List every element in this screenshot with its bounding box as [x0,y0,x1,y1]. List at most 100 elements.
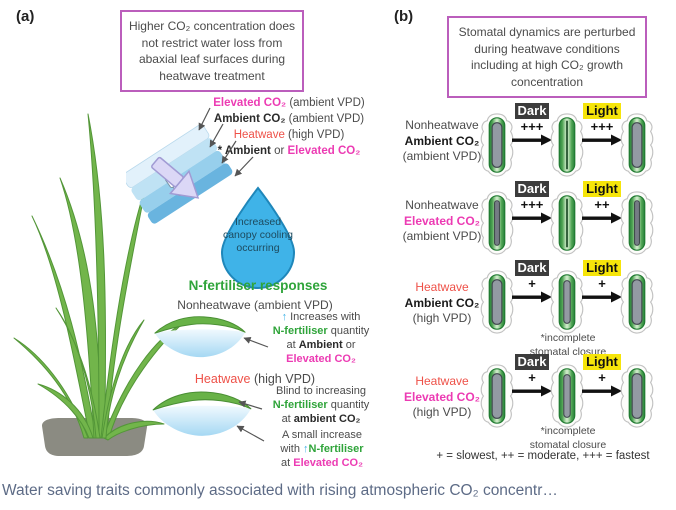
right-arrow-icon [582,134,622,146]
speed-plus: ++ [594,197,610,212]
right-arrow-icon [582,385,622,397]
ann1-line3: at Ambient or [262,338,380,352]
light-chip: Light [583,354,621,370]
light-chip: Light [583,181,621,197]
row1-line1: Nonheatwave [405,118,479,132]
row1-line3: (ambient VPD) [402,149,482,163]
light-transition: Light + [578,354,626,397]
light-transition: Light ++ [578,181,626,224]
light-transition: Light + [578,260,626,303]
ann2-line1: Blind to increasing [262,384,380,398]
ann3-line1: A small increase [266,428,378,442]
row4-line3: (high VPD) [412,405,472,419]
high-vpd-suffix: (high VPD) [250,372,316,386]
dark-chip: Dark [514,181,550,197]
nonheatwave-word: Nonheatwave [177,298,251,312]
panel-a-headline-box: Higher CO₂ concentration does not restri… [120,10,304,93]
treatment-line-heatwave: Heatwave (high VPD) [196,127,382,143]
note-line1: *incomplete [540,332,596,344]
leaf-cross-section [126,124,233,224]
row2-line3: (ambient VPD) [402,229,482,243]
row3-line1: Heatwave [415,280,469,294]
ann1-line1: ↑ Increases with [262,310,380,324]
water-droplet-icon [220,186,296,289]
dark-chip: Dark [514,260,550,276]
row3-label: Heatwave Ambient CO₂ (high VPD) [394,280,490,327]
light-transition: Light +++ [578,103,626,146]
treatment-line-either: * Ambient or Elevated CO₂ [196,143,382,159]
ambient-vpd-suffix: (ambient VPD) [250,298,333,312]
ann3-line2: with ↑N-fertiliser [266,442,378,456]
stoma-icon [618,363,656,429]
incomplete-closure-note: *incomplete stomatal closure [517,424,619,452]
ambient-word: Ambient [224,145,271,157]
dark-transition: Dark + [508,354,556,397]
right-arrow-icon [512,212,552,224]
ann2-line2: N-fertiliser quantity [262,398,380,412]
treatment-line-ambient: Ambient CO₂ (ambient VPD) [196,111,382,127]
light-chip: Light [583,260,621,276]
right-arrow-icon [512,385,552,397]
ann2-line3: at ambient CO₂ [262,412,380,426]
row4-label: Heatwave Elevated CO₂ (high VPD) [394,374,490,421]
ambient-vpd-suffix: (ambient VPD) [285,113,365,125]
ambient-co2-label: Ambient CO₂ [213,113,286,125]
row2-line1: Nonheatwave [405,198,479,212]
stoma-icon [618,269,656,335]
speed-plus: +++ [590,119,614,134]
up-arrow-icon: ↑ [281,311,288,323]
text: at [281,413,294,425]
heatwave-label: Heatwave [233,129,285,141]
row1-line2: Ambient CO₂ [404,133,480,148]
elevated-co2-label: Elevated CO₂ [213,97,287,109]
treatment-labels: Elevated CO₂ (ambient VPD) Ambient CO₂ (… [196,95,382,159]
heatwave-annotation-blind: Blind to increasing N-fertiliser quantit… [262,384,380,426]
speed-legend: + = slowest, ++ = moderate, +++ = fastes… [436,450,650,462]
right-arrow-icon [512,291,552,303]
up-arrow-icon: ↑ [303,443,309,455]
nfert-heading: N-fertiliser responses [188,278,328,293]
ambient-vpd-suffix: (ambient VPD) [286,97,365,109]
asterisk: * [217,145,225,157]
text: with [280,443,304,455]
ambient-word: Ambient [298,339,343,351]
dark-transition: Dark +++ [508,103,556,146]
plant-illustration [13,113,183,456]
grass-blades [13,113,183,441]
text: Blind to increasing [276,385,366,397]
note-line2: stomatal closure [529,439,607,452]
elevated-co2-label: Elevated CO₂ [286,353,356,365]
note-line1: *incomplete [540,425,596,437]
nonheatwave-subhead: Nonheatwave (ambient VPD) [160,298,350,312]
ambient-co2-word: ambient CO₂ [293,413,361,425]
dark-chip: Dark [514,103,550,119]
stoma-icon [618,112,656,178]
row3-line3: (high VPD) [412,311,472,325]
light-chip: Light [583,103,621,119]
stoma-icon [618,190,656,256]
water-flux-arrow-icon [151,156,200,199]
right-arrow-icon [512,134,552,146]
row2-line2: Elevated CO₂ [403,213,481,228]
heatwave-annotation-small-increase: A small increase with ↑N-fertiliser at E… [266,428,378,470]
row2-label: Nonheatwave Elevated CO₂ (ambient VPD) [394,198,490,245]
panel-a-label: (a) [16,8,35,25]
high-vpd-suffix: (high VPD) [284,129,345,141]
speed-plus: + [598,370,606,385]
text: quantity [327,399,370,411]
ann1-line2: N-fertiliser quantity [262,324,380,338]
ann1-line4: Elevated CO₂ [262,352,380,366]
speed-plus: + [528,276,536,291]
right-arrow-icon [582,291,622,303]
ann3-line3: at Elevated CO₂ [266,456,378,470]
text: at [281,457,294,469]
dark-chip: Dark [514,354,550,370]
text: quantity [327,325,370,337]
figure-caption-link[interactable]: Water saving traits commonly associated … [2,482,558,499]
text: A small increase [281,429,363,441]
speed-plus: + [598,276,606,291]
heatwave-word: Heatwave [194,372,251,386]
text: or [342,339,356,351]
or-word: or [270,145,288,157]
